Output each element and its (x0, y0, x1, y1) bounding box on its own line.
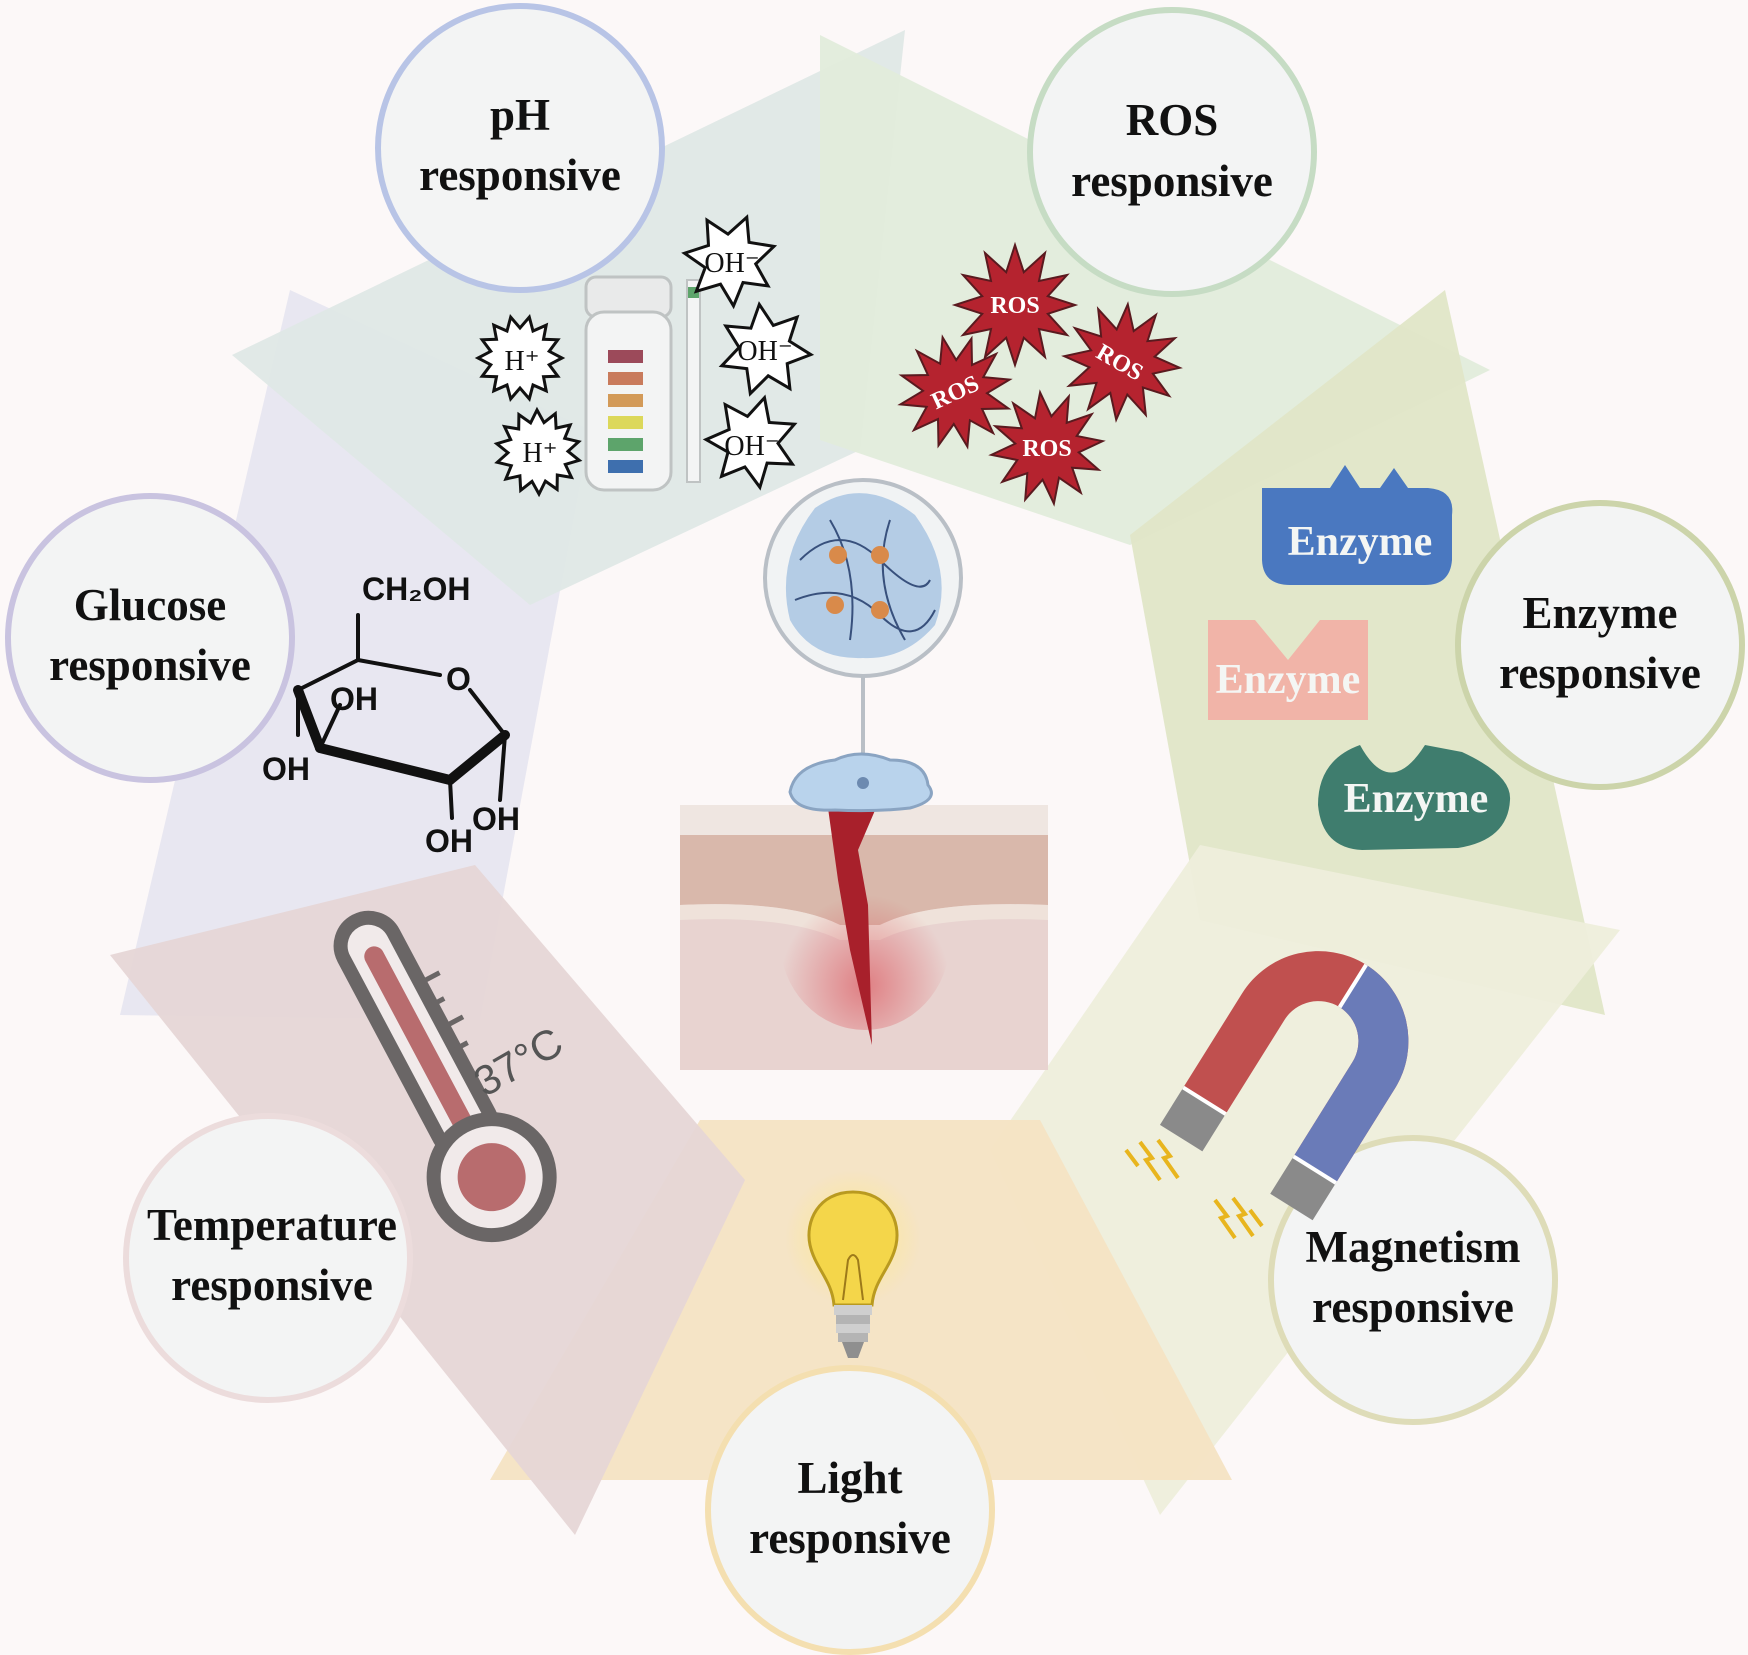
enzyme-text-2: Enzyme (1216, 657, 1361, 703)
enzyme-text-3: Enzyme (1344, 776, 1489, 822)
glucose-oh-label-3: OH (425, 823, 473, 859)
oh-minus-star-icon-1: OH⁻ (681, 214, 778, 310)
ros-responsive-node: ROS responsive (1027, 7, 1317, 297)
glucose-title: Glucose (74, 580, 227, 630)
oh-minus-text-3: OH⁻ (724, 431, 779, 462)
h-plus-star-icon-2: H⁺ (493, 406, 583, 498)
enzyme-title: Enzyme (1523, 588, 1678, 638)
ph-bottle-icon (584, 275, 673, 492)
magnet-icon (1124, 951, 1409, 1240)
enzyme-pink-icon: Enzyme (1208, 620, 1368, 720)
light-title: Light (797, 1453, 902, 1503)
temperature-subtitle: responsive (171, 1260, 373, 1310)
enzyme-teal-icon: Enzyme (1318, 745, 1511, 850)
light-bulb-icon (785, 1170, 921, 1358)
hydrogel-zoom-icon (763, 478, 963, 770)
ros-text-1: ROS (990, 293, 1039, 319)
h-plus-star-icon-1: H⁺ (474, 313, 566, 403)
light-subtitle: responsive (749, 1513, 951, 1563)
glucose-oh-label-4: OH (472, 801, 520, 837)
ros-star-icon-2: ROS (897, 334, 1013, 450)
oh-minus-text-1: OH⁻ (704, 248, 759, 279)
ros-star-icon-3: ROS (1061, 301, 1183, 423)
h-plus-text-2: H⁺ (523, 438, 558, 469)
ph-responsive-node: pH responsive (375, 3, 665, 293)
temperature-title: Temperature (147, 1200, 397, 1250)
glucose-oh-label-2: OH (262, 751, 310, 787)
glucose-structure-icon (293, 613, 510, 820)
enzyme-text-1: Enzyme (1288, 519, 1433, 565)
enzyme-blue-icon: Enzyme (1262, 465, 1453, 585)
h-plus-text-1: H⁺ (505, 346, 540, 377)
oh-minus-star-icon-3: OH⁻ (702, 394, 798, 491)
ros-title: ROS (1126, 95, 1219, 145)
enzyme-responsive-node: Enzyme responsive (1455, 500, 1745, 790)
magnetism-title: Magnetism (1306, 1222, 1521, 1272)
enzyme-subtitle: responsive (1499, 648, 1701, 698)
oh-minus-star-icon-2: OH⁻ (718, 301, 815, 397)
ros-star-icon-4: ROS (988, 389, 1106, 507)
glucose-ch2oh-label: CH₂OH (362, 571, 470, 607)
glucose-responsive-node: Glucose responsive (5, 493, 295, 783)
glucose-subtitle: responsive (49, 640, 251, 690)
ros-text-4: ROS (1022, 436, 1071, 462)
ph-strip-icon (686, 279, 701, 483)
panel-temperature (110, 865, 745, 1535)
skin-wound-illustration (680, 752, 1048, 1070)
glucose-oh-label-1: OH (330, 681, 378, 717)
magnetism-responsive-node: Magnetism responsive (1268, 1135, 1558, 1425)
magnetism-subtitle: responsive (1312, 1282, 1514, 1332)
ph-title: pH (490, 90, 550, 140)
light-responsive-node: Light responsive (705, 1365, 995, 1655)
glucose-ring-o-label: O (446, 661, 471, 697)
ros-star-icon-1: ROS (951, 241, 1079, 369)
ph-subtitle: responsive (419, 150, 621, 200)
oh-minus-text-2: OH⁻ (737, 336, 792, 367)
ros-subtitle: responsive (1071, 156, 1273, 206)
temperature-responsive-node: Temperature responsive (123, 1113, 413, 1403)
